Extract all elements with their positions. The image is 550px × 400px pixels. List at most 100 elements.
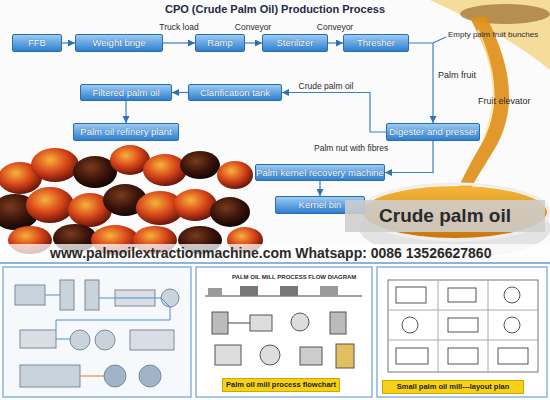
plan-line (488, 280, 489, 372)
machine-symbol (280, 286, 298, 296)
machine-symbol (208, 288, 222, 296)
flow-line (228, 323, 250, 324)
node-text: Crude palm oil (379, 205, 511, 227)
oil-highlight (478, 30, 493, 138)
node-text: Ramp (207, 38, 232, 48)
node-text: Palm oil mill process flowchart (226, 381, 336, 389)
tank-symbol (212, 312, 228, 334)
process-box: Sterilizer (262, 34, 328, 52)
tank-symbol (104, 365, 126, 387)
machine-symbol (448, 318, 478, 332)
node-text: Palm kernel recovery machine (256, 168, 384, 178)
process-box: Palm oil refinery plant (73, 123, 179, 141)
pipe-line (80, 376, 104, 377)
flow-arrow (62, 42, 75, 43)
machine-symbol (240, 286, 258, 296)
tank-symbol (330, 312, 346, 334)
thumbnail-frame (3, 267, 191, 397)
machine-symbol (396, 287, 426, 303)
tank-symbol (161, 289, 179, 307)
edge-label: Crude palm oil (299, 81, 354, 91)
oil-stream (452, 16, 509, 206)
machine-symbol (15, 285, 45, 305)
node-text: Sterilizer (277, 38, 314, 48)
machine-symbol (130, 330, 174, 350)
pipe-line (56, 339, 70, 340)
machine-symbol (320, 286, 338, 296)
tank-symbol (95, 330, 115, 350)
flow-arrow (245, 42, 262, 43)
thumbnail-frame (196, 267, 372, 397)
flow-arrow (385, 141, 433, 173)
machine-symbol (396, 348, 428, 364)
plan-line (388, 310, 538, 311)
node-text: Weight brige (92, 38, 145, 48)
machine-symbol (448, 288, 476, 302)
leader-line (433, 37, 446, 43)
tank-symbol (291, 313, 309, 331)
process-box: Thresher (343, 34, 409, 52)
palm-fruit (143, 154, 187, 186)
node-text: Clarification tank (200, 88, 270, 98)
thumbnail-heading: PALM OIL MILL PROCESS FLOW DIAGRAM (232, 274, 356, 280)
palm-fruit (26, 187, 74, 223)
url-strip (0, 244, 550, 262)
top-panel (0, 0, 550, 262)
tank-symbol (336, 344, 354, 368)
tank-symbol (70, 330, 90, 350)
node-text: Palm oil refinery plant (80, 127, 171, 137)
process-box: Filtered palm oil (80, 84, 172, 101)
edge-label: Palm nut with fibres (314, 143, 388, 153)
panel-divider (0, 262, 550, 264)
plan-line (438, 280, 439, 372)
tank-symbol (504, 317, 520, 333)
node-text: Filtered palm oil (92, 88, 159, 98)
flow-label: Palm fruit (438, 70, 476, 80)
machine-symbol (498, 348, 528, 364)
plan-wall (388, 280, 538, 372)
node-text: Small palm oil mill---layout plan (397, 383, 510, 391)
palm-fruit (173, 189, 217, 221)
palm-fruit (210, 197, 250, 227)
flow-arrow (172, 92, 188, 93)
tank-symbol (60, 280, 74, 310)
plant-illustration (15, 280, 179, 387)
plan-line (388, 340, 538, 341)
flow-arrow (163, 42, 195, 43)
palm-fruit-cluster (0, 145, 263, 255)
tank-symbol (402, 317, 418, 333)
thumbnail-tag: Palm oil mill process flowchart (222, 378, 340, 392)
edge-label: Conveyor (317, 22, 353, 32)
process-box: FFB (12, 34, 62, 52)
process-box: Digester and presser (386, 123, 480, 141)
flow-arrow (409, 43, 433, 123)
palm-fruit (180, 151, 220, 179)
process-box: Clarification tank (188, 84, 282, 101)
edge-label: Truck load (159, 22, 198, 32)
process-box: Ramp (195, 34, 245, 52)
machine-symbol (448, 348, 478, 364)
flow-label: Fruit elevator (478, 96, 531, 106)
process-box: Weight brige (75, 34, 163, 52)
tank-symbol (139, 365, 161, 387)
machine-symbol (250, 315, 272, 331)
website-watermark: www.palmoilextractionmachine.com Whatsap… (50, 245, 491, 261)
flow-arrow (282, 93, 386, 133)
palm-fruit (31, 148, 79, 182)
layout-plan-thumbnail (388, 280, 538, 372)
caption-band: Crude palm oil (345, 200, 545, 232)
flow-arrow (328, 42, 343, 43)
output-label: Empty palm fruit bunches (448, 30, 538, 39)
flow-arrow (125, 101, 126, 123)
machine-symbol (20, 330, 56, 348)
thumbnail-frame (377, 267, 547, 397)
tank-symbol (85, 280, 99, 310)
machine-symbol (215, 345, 241, 365)
node-text: FFB (28, 38, 46, 48)
pipe-line (45, 295, 60, 296)
machine-symbol (20, 365, 80, 387)
flowchart-thumbnail (205, 286, 362, 368)
bottom-panel (0, 263, 550, 400)
node-text: Kernel bin (299, 200, 342, 210)
